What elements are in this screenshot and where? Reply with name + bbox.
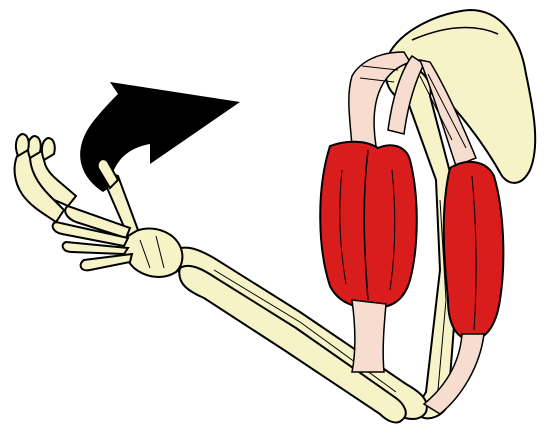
biceps-muscle	[320, 142, 417, 307]
wrist-bones	[124, 229, 183, 277]
triceps-muscle	[444, 162, 504, 340]
fingertip-bone	[42, 138, 55, 160]
biceps-tendon	[352, 300, 386, 372]
finger-bone	[81, 254, 132, 270]
